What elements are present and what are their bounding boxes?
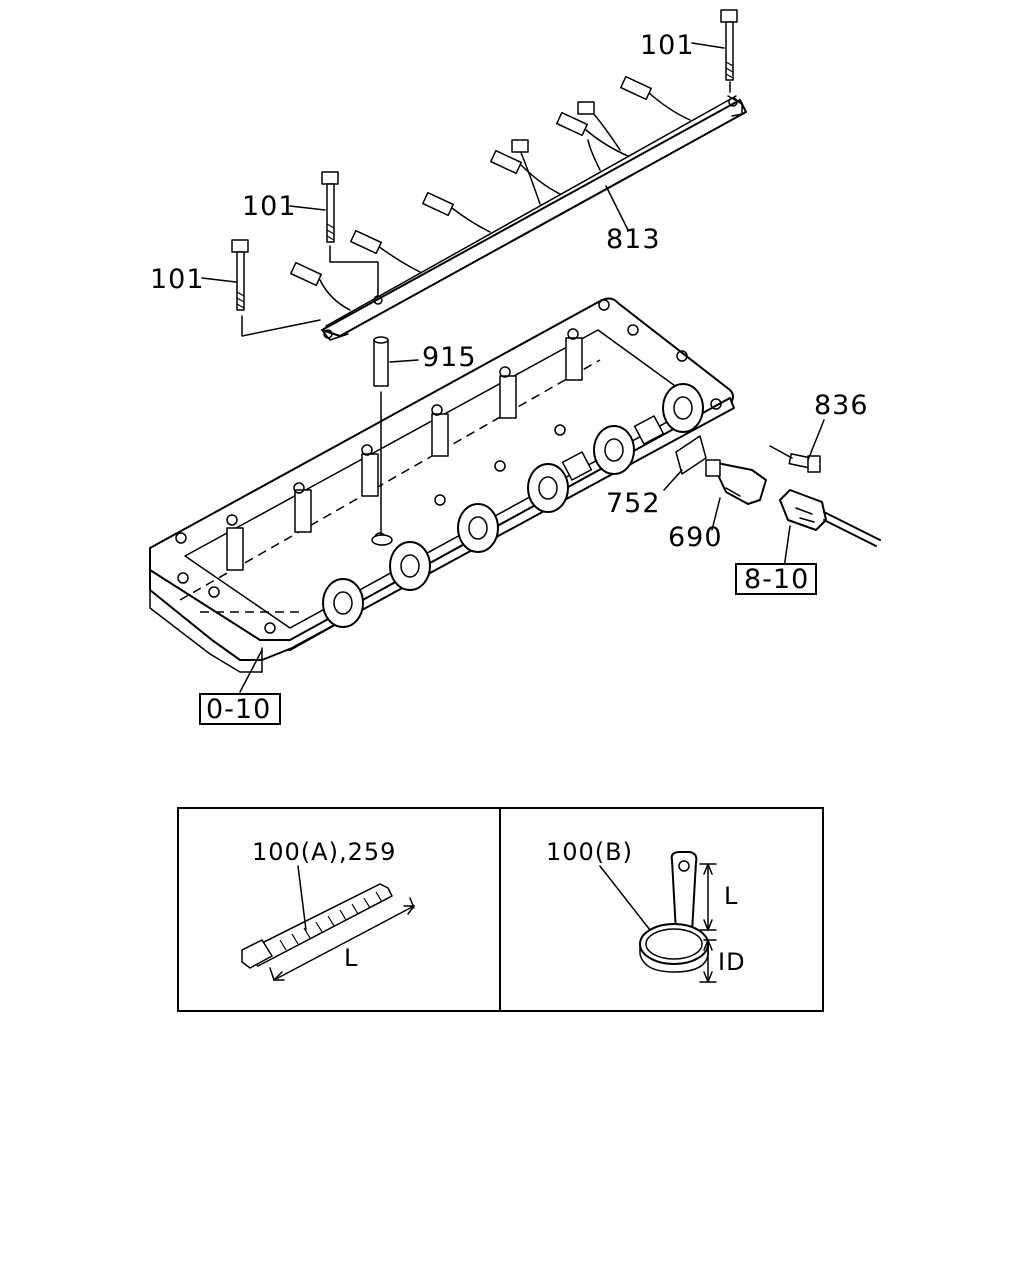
callout-813: 813 <box>606 224 661 255</box>
bolt-101-top <box>720 9 738 81</box>
wiring-harness <box>290 75 747 341</box>
callout-690: 690 <box>668 522 723 553</box>
connector-plug <box>779 489 881 547</box>
leader-lines <box>201 42 825 693</box>
inset-tie-label: 100(A),259 <box>252 838 396 866</box>
callout-836: 836 <box>814 390 869 421</box>
inset-tie-length-label: L <box>344 944 358 972</box>
bolt-101-left <box>231 239 249 311</box>
callout-752: 752 <box>606 488 661 519</box>
bolt-101-mid <box>321 171 339 243</box>
callout-101-mid: 101 <box>242 191 297 222</box>
cable-tie-illustration <box>241 865 415 981</box>
bolt-836 <box>769 445 821 473</box>
spacer-915 <box>373 336 389 387</box>
callout-101-left: 101 <box>150 264 205 295</box>
inset-clip-length-label: L <box>724 882 738 910</box>
gasket-752 <box>675 435 707 475</box>
sensor-690 <box>705 459 767 505</box>
ref-label-0-10: 0-10 <box>206 694 271 725</box>
inset-detail-box <box>177 807 824 1012</box>
inset-clip-label: 100(B) <box>546 838 633 866</box>
ref-label-8-10: 8-10 <box>744 564 809 595</box>
inset-clip-id-label: ID <box>718 948 746 976</box>
p-clip-illustration <box>599 851 717 983</box>
callout-101-top: 101 <box>640 30 695 61</box>
callout-915: 915 <box>422 342 477 373</box>
ref-box-0-10 <box>199 693 281 725</box>
ref-box-8-10 <box>735 563 817 595</box>
assembly-guide-lines <box>241 81 731 536</box>
rocker-cover-housing <box>149 297 735 673</box>
